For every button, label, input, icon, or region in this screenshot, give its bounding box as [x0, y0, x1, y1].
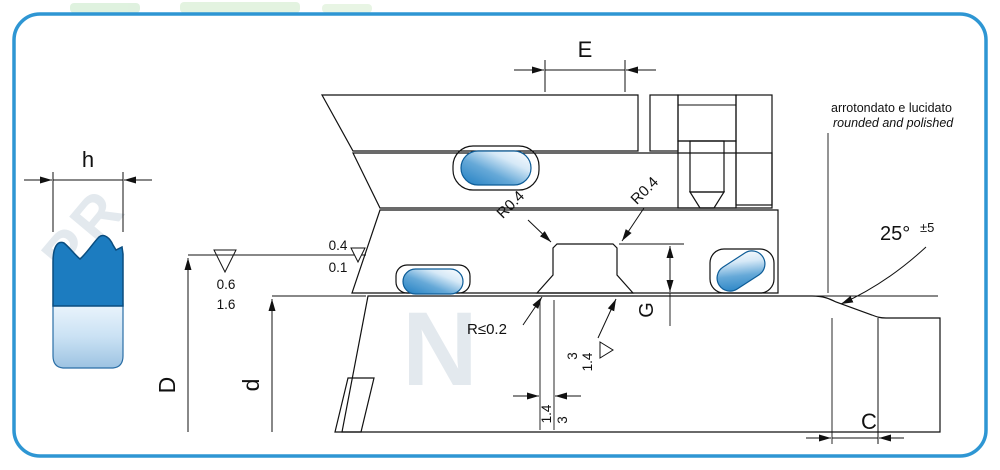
seal-lip — [52, 234, 124, 307]
installed-seals — [402, 150, 766, 295]
roughness-group-a: 0.4 0.1 — [329, 238, 366, 275]
chamfer-dim-group-1: 3 1.4 — [565, 298, 617, 371]
dim-G-label: G — [636, 302, 658, 318]
housing-middle-band — [352, 152, 773, 209]
dim-d-label: d — [238, 379, 264, 392]
plug-tip — [688, 191, 726, 209]
housing-lower-band — [351, 209, 779, 294]
dim-h-label: h — [82, 147, 94, 172]
roughness-a-top: 0.4 — [329, 238, 348, 253]
roughness-a-triangle-icon — [350, 247, 366, 264]
upper-seal-capsule — [460, 150, 532, 186]
chamfer-g1-a: 3 — [565, 352, 580, 360]
angle-value: 25° — [880, 223, 910, 245]
dim-E: E — [514, 37, 656, 92]
rmax-text: R≤0.2 — [467, 321, 507, 338]
chamfer-g2-b: 3 — [555, 416, 570, 424]
roughness-group-b: 0.6 1.6 — [213, 249, 237, 312]
chamfer-dim-group-2: 1.4 3 — [513, 300, 581, 430]
upper-seal-slot — [452, 145, 540, 191]
roughness-b-bottom: 1.6 — [217, 297, 236, 312]
note-english: rounded and polished — [833, 116, 954, 130]
roughness-a-bottom: 0.1 — [329, 260, 348, 275]
chamfer-g2-a: 1.4 — [539, 404, 554, 423]
roughness-b-triangle-icon — [213, 249, 237, 274]
shaft — [334, 295, 941, 433]
seal-profile-figure — [52, 234, 124, 369]
dim-C-label: C — [861, 409, 877, 434]
label-rmax: R≤0.2 — [467, 296, 543, 338]
seal-groove — [535, 243, 635, 294]
note-rounded-polished: arrotondato e lucidato rounded and polis… — [827, 101, 954, 293]
left-seal-capsule — [402, 268, 464, 295]
housing-cross-section — [320, 94, 779, 294]
shaft-left-hatched-piece — [334, 377, 375, 433]
right-seal-capsule — [716, 250, 766, 292]
shaft-body — [341, 295, 941, 433]
chamfer-g1-triangle-icon — [599, 341, 614, 359]
dim-G: G — [619, 243, 684, 326]
dim-D: D — [154, 254, 366, 432]
note-italian: arrotondato e lucidato — [831, 101, 952, 115]
dim-angle: 25° ±5 — [840, 220, 934, 305]
drawing-border — [12, 12, 988, 458]
housing-top-left-block — [320, 94, 639, 152]
chamfer-g1-b: 1.4 — [580, 352, 595, 371]
dim-d: d — [238, 295, 366, 432]
dim-E-label: E — [578, 37, 593, 62]
watermark-center: N — [402, 291, 478, 408]
angle-tolerance: ±5 — [920, 220, 934, 235]
dim-C: C — [806, 318, 904, 444]
watermark-top-fragment — [70, 2, 372, 13]
plug-cross-section — [677, 94, 737, 209]
roughness-b-top: 0.6 — [217, 277, 236, 292]
dim-h: h — [24, 147, 152, 232]
seal-body — [52, 303, 124, 369]
dim-D-label: D — [154, 377, 180, 394]
right-seal-slot — [709, 248, 775, 294]
